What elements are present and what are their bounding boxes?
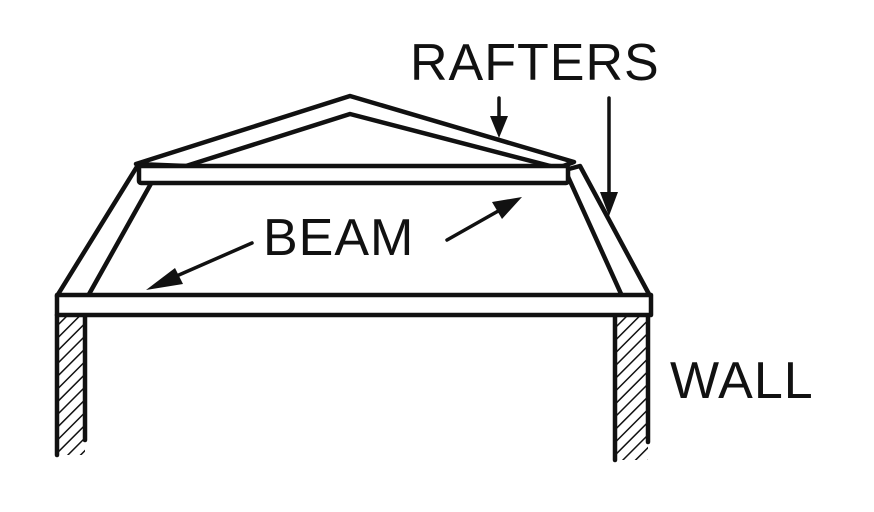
beam-arrow-left bbox=[146, 241, 254, 290]
rafters-arrow-lower bbox=[600, 96, 618, 216]
right-wall bbox=[612, 312, 651, 463]
beam-label: BEAM bbox=[263, 209, 414, 267]
beam-arrow-right bbox=[445, 197, 522, 242]
upper-beam bbox=[136, 163, 571, 186]
left-wall bbox=[54, 312, 88, 458]
rafters-label: RAFTERS bbox=[410, 34, 660, 92]
main-beam bbox=[54, 292, 654, 318]
rafters-arrow-upper bbox=[490, 96, 508, 138]
wall-label: WALL bbox=[670, 352, 814, 410]
upper-rafters bbox=[133, 93, 577, 171]
